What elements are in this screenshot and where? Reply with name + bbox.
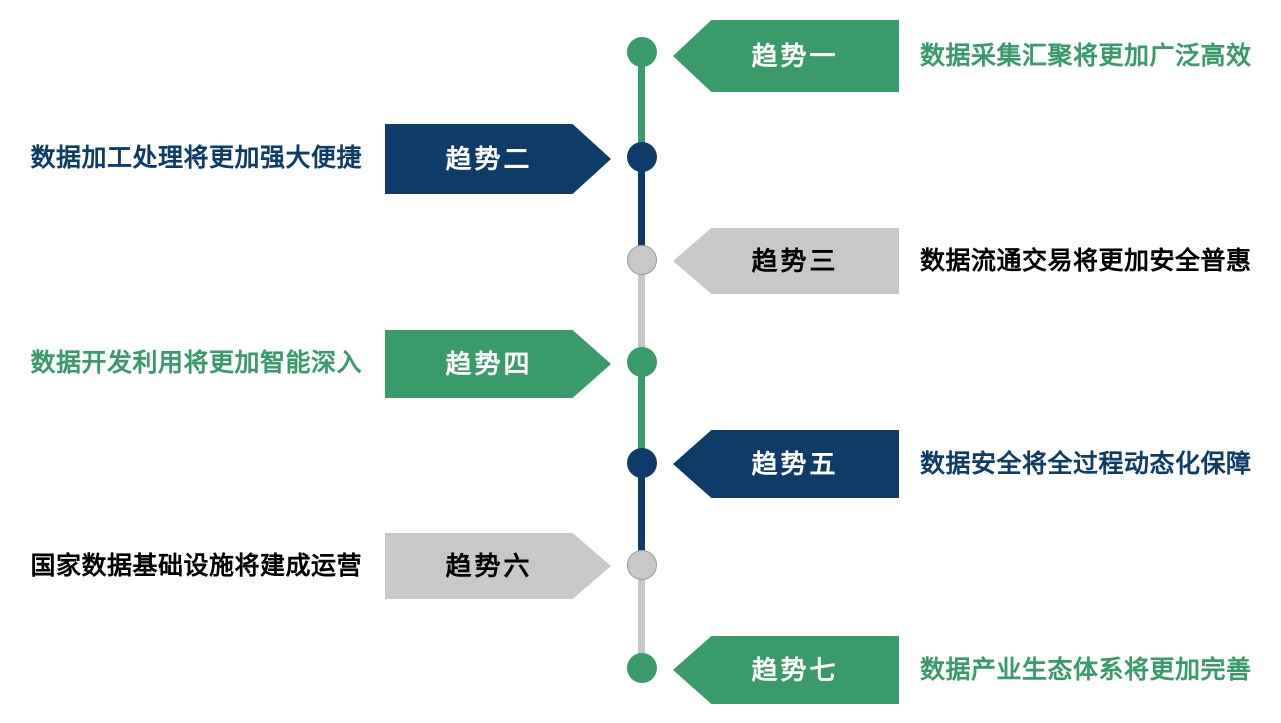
- spine-segment-3: [638, 260, 645, 363]
- spine-segment-4: [638, 362, 645, 464]
- trend-description-3: 数据流通交易将更加安全普惠: [920, 247, 1252, 275]
- trend-badge-label-6: 趋势六: [445, 551, 533, 581]
- trend-badge-label-5: 趋势五: [751, 449, 839, 479]
- trend-badge-label-3: 趋势三: [751, 246, 839, 276]
- trend-description-7: 数据产业生态体系将更加完善: [920, 656, 1252, 684]
- trend-description-4: 数据开发利用将更加智能深入: [30, 349, 362, 377]
- trend-badge-label-7: 趋势七: [751, 655, 839, 685]
- timeline-node-5[interactable]: [627, 448, 657, 478]
- timeline-node-2[interactable]: [627, 142, 657, 172]
- trend-badge-label-1: 趋势一: [751, 41, 839, 71]
- spine-segment-1: [638, 52, 645, 158]
- timeline-node-1[interactable]: [627, 37, 657, 67]
- trend-description-5: 数据安全将全过程动态化保障: [920, 450, 1252, 478]
- timeline-node-4[interactable]: [627, 347, 657, 377]
- trend-description-6: 国家数据基础设施将建成运营: [30, 552, 362, 580]
- trend-badge-6[interactable]: 趋势六: [385, 533, 611, 599]
- timeline-node-6[interactable]: [627, 550, 657, 580]
- spine-segment-5: [638, 463, 645, 566]
- trend-badge-4[interactable]: 趋势四: [385, 330, 611, 398]
- trend-badge-1[interactable]: 趋势一: [673, 20, 899, 92]
- trend-badge-label-2: 趋势二: [445, 144, 533, 174]
- trend-description-1: 数据采集汇聚将更加广泛高效: [920, 42, 1252, 70]
- trend-badge-7[interactable]: 趋势七: [673, 636, 899, 704]
- timeline-node-7[interactable]: [627, 653, 657, 683]
- spine-segment-6: [638, 565, 645, 669]
- trend-badge-5[interactable]: 趋势五: [673, 430, 899, 498]
- trend-badge-label-4: 趋势四: [445, 349, 533, 379]
- spine-segment-2: [638, 157, 645, 261]
- trend-badge-2[interactable]: 趋势二: [385, 124, 611, 194]
- trend-description-2: 数据加工处理将更加强大便捷: [30, 144, 362, 172]
- timeline-node-3[interactable]: [627, 245, 657, 275]
- trend-badge-3[interactable]: 趋势三: [673, 228, 899, 294]
